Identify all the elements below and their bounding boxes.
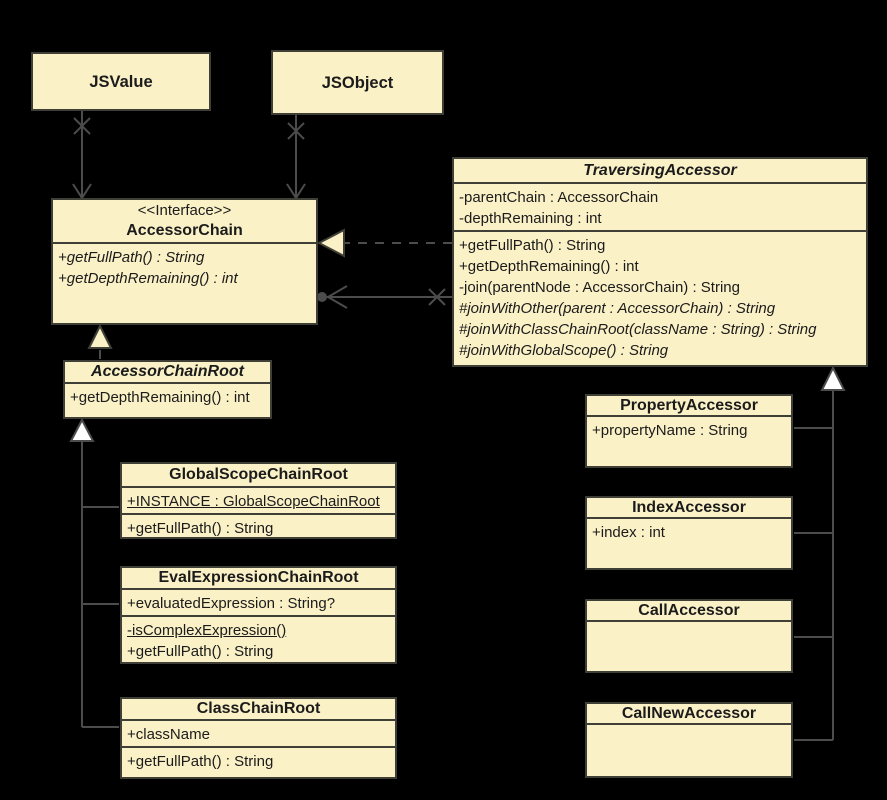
method: #joinWithGlobalScope() : String	[459, 342, 669, 359]
attribute: -parentChain : AccessorChain	[459, 189, 659, 206]
attribute: +className	[127, 726, 210, 743]
class-title: CallAccessor	[638, 601, 740, 619]
attributes-compartment: +propertyName : String	[587, 415, 791, 466]
attribute: +evaluatedExpression : String?	[127, 595, 336, 612]
attributes-compartment: +className	[122, 719, 395, 746]
class-title: CallNewAccessor	[621, 704, 757, 722]
hollow-triangle	[69, 417, 95, 442]
class-traversingaccessor: TraversingAccessor -parentChain : Access…	[452, 157, 868, 367]
class-callaccessor: CallAccessor	[585, 599, 793, 673]
class-title: JSValue	[89, 72, 153, 91]
class-title: TraversingAccessor	[583, 161, 737, 179]
attribute: +propertyName : String	[592, 422, 748, 439]
method: #joinWithClassChainRoot(className : Stri…	[459, 321, 817, 338]
attribute: +index : int	[592, 524, 665, 541]
class-globalscopechainroot: GlobalScopeChainRoot +INSTANCE : GlobalS…	[120, 462, 397, 539]
class-indexaccessor: IndexAccessor +index : int	[585, 496, 793, 570]
methods-compartment: +getFullPath() : String	[122, 513, 395, 540]
class-accessorchain: <<Interface>> AccessorChain +getFullPath…	[51, 198, 318, 325]
class-stereotype: <<Interface>>	[137, 202, 232, 219]
assoc-jsvalue-to-accessorchain	[72, 111, 92, 200]
assoc-jsobject-to-accessorchain	[286, 115, 306, 200]
inheritance-accessors-to-traversingaccessor	[794, 365, 846, 741]
attributes-compartment: +evaluatedExpression : String?	[122, 588, 395, 615]
class-callnewaccessor: CallNewAccessor	[585, 702, 793, 778]
methods-compartment: +getDepthRemaining() : int	[65, 382, 270, 417]
class-title: ClassChainRoot	[196, 700, 321, 717]
method: +getDepthRemaining() : int	[459, 258, 639, 275]
cross-marker	[428, 288, 446, 306]
class-title: PropertyAccessor	[620, 396, 758, 414]
aggregation-dot	[317, 292, 327, 302]
hollow-triangle	[820, 365, 846, 391]
method: +getFullPath() : String	[127, 520, 274, 537]
methods-compartment: +getFullPath() : String +getDepthRemaini…	[454, 230, 866, 365]
realization-traversingaccessor-to-accessorchain	[316, 228, 452, 258]
cross-marker	[287, 122, 305, 140]
attribute: -depthRemaining : int	[459, 210, 602, 227]
hollow-triangle	[87, 323, 113, 349]
class-classchainroot: ClassChainRoot +className +getFullPath()…	[120, 697, 397, 779]
class-jsvalue: JSValue	[31, 52, 211, 111]
class-jsobject: JSObject	[271, 50, 444, 115]
cross-marker	[73, 117, 91, 135]
methods-compartment: +getFullPath() : String	[122, 746, 395, 777]
method: +getDepthRemaining() : int	[70, 389, 250, 406]
method: -join(parentNode : AccessorChain) : Stri…	[459, 279, 740, 296]
realization-accessorchainroot-to-accessorchain	[87, 323, 113, 359]
method: +getFullPath() : String	[58, 249, 205, 266]
attribute: +INSTANCE : GlobalScopeChainRoot	[127, 493, 380, 510]
methods-compartment: +getFullPath() : String +getDepthRemaini…	[53, 242, 316, 323]
class-title: GlobalScopeChainRoot	[169, 466, 348, 483]
method: #joinWithOther(parent : AccessorChain) :…	[459, 300, 776, 317]
methods-compartment: -isComplexExpression() +getFullPath() : …	[122, 615, 395, 663]
class-title: IndexAccessor	[632, 498, 746, 516]
hollow-triangle	[316, 228, 345, 258]
empty-compartment	[587, 723, 791, 776]
class-title: JSObject	[321, 73, 394, 92]
method: +getFullPath() : String	[127, 643, 274, 660]
method: +getDepthRemaining() : int	[58, 270, 238, 287]
class-title: AccessorChain	[126, 222, 243, 239]
attributes-compartment: +index : int	[587, 517, 791, 568]
attributes-compartment: -parentChain : AccessorChain -depthRemai…	[454, 182, 866, 230]
empty-compartment	[587, 620, 791, 671]
attributes-compartment: +INSTANCE : GlobalScopeChainRoot	[122, 486, 395, 513]
method: +getFullPath() : String	[459, 237, 606, 254]
inheritance-chainroots-to-accessorchainroot	[69, 417, 119, 728]
class-accessorchainroot: AccessorChainRoot +getDepthRemaining() :…	[63, 360, 272, 419]
method: +getFullPath() : String	[127, 753, 274, 770]
method: -isComplexExpression()	[127, 622, 287, 639]
class-title: EvalExpressionChainRoot	[158, 569, 359, 586]
open-arrowhead	[326, 285, 348, 309]
class-evalexpressionchainroot: EvalExpressionChainRoot +evaluatedExpres…	[120, 566, 397, 664]
assoc-traversingaccessor-to-accessorchain	[317, 285, 452, 309]
class-propertyaccessor: PropertyAccessor +propertyName : String	[585, 394, 793, 468]
class-title: AccessorChainRoot	[91, 363, 244, 380]
class-header: <<Interface>> AccessorChain	[53, 200, 316, 242]
